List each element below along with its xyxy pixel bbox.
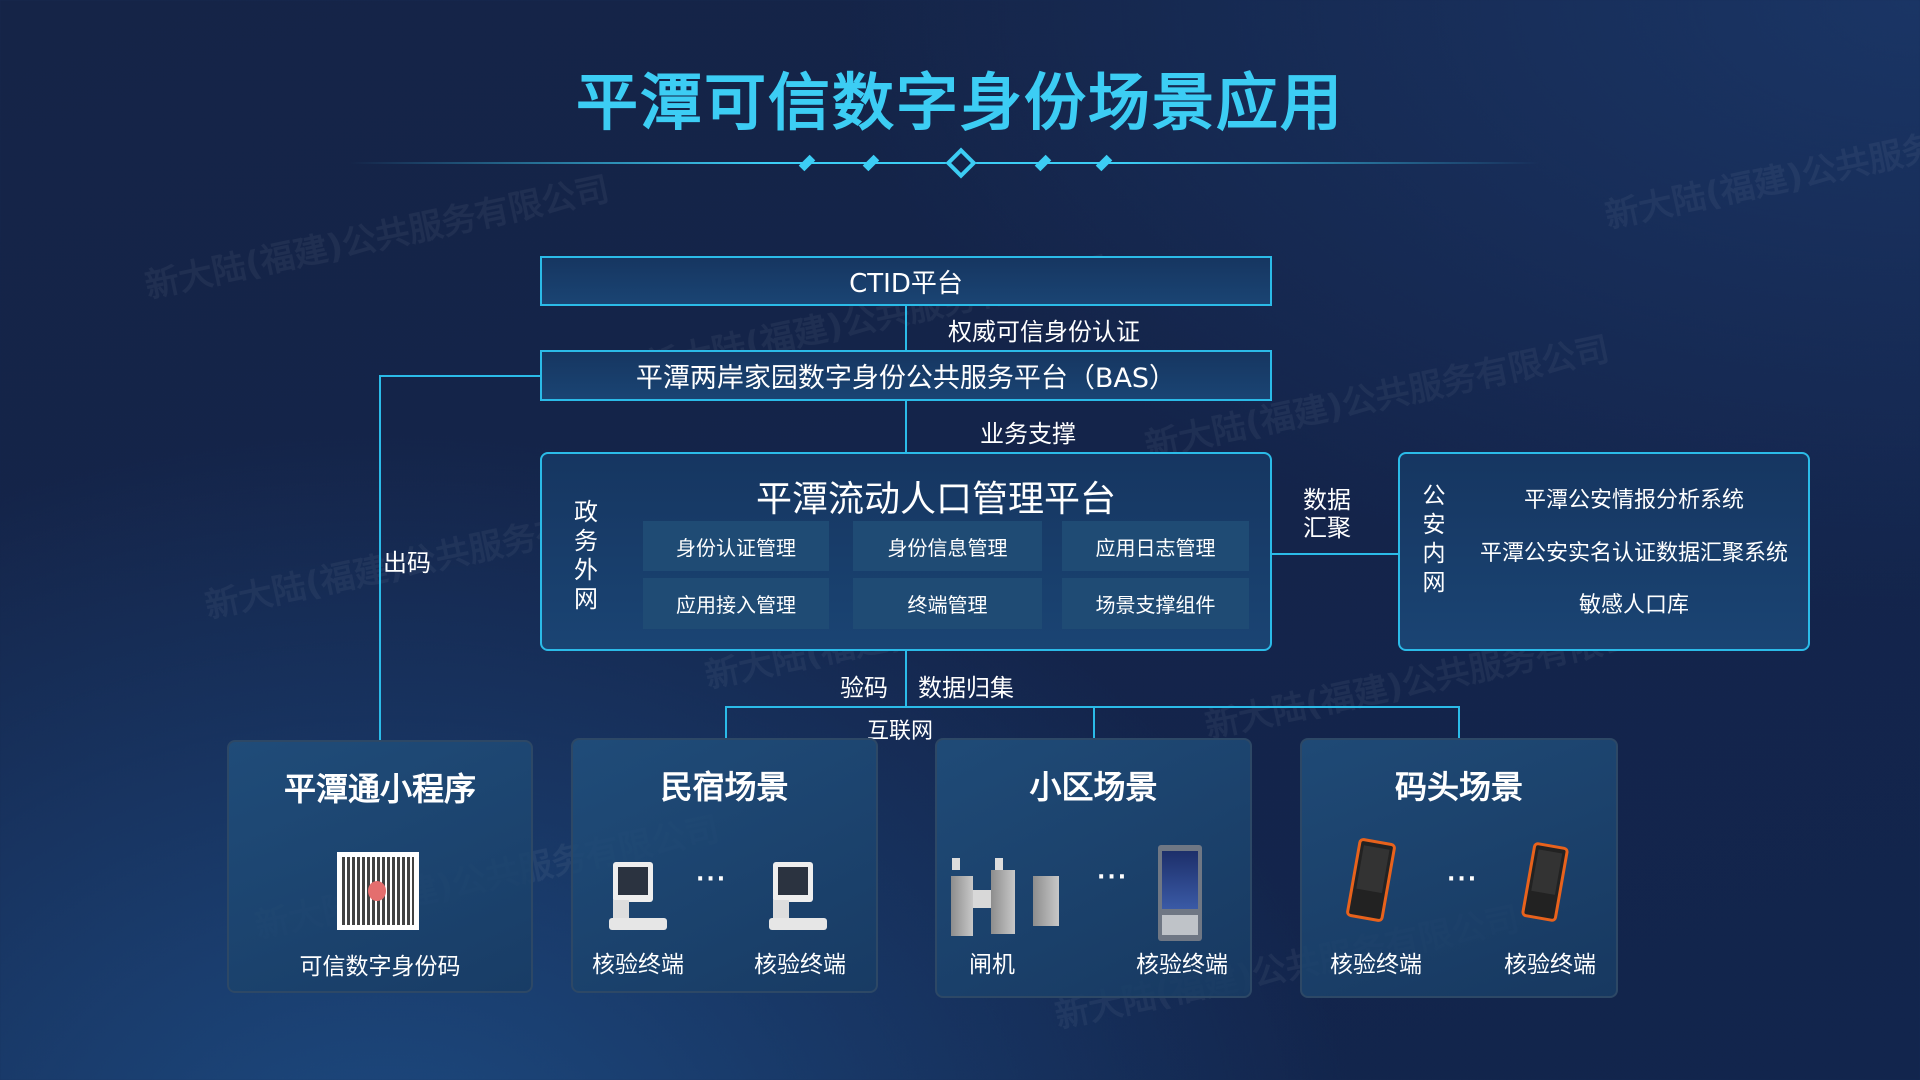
connector xyxy=(1458,706,1460,738)
ctid-label: CTID平台 xyxy=(849,268,963,299)
data-aggregate-label: 数据汇聚 xyxy=(1303,486,1351,542)
handheld-terminal-icon xyxy=(1345,837,1397,923)
device-label: 核验终端 xyxy=(1504,952,1596,978)
module-terminal: 终端管理 xyxy=(853,578,1042,629)
connector xyxy=(1272,553,1398,555)
police-system-item: 敏感人口库 xyxy=(1578,593,1689,618)
population-platform-box: 平潭流动人口管理平台 政务外网 身份认证管理 身份信息管理 应用日志管理 应用接… xyxy=(540,452,1272,651)
scene-title: 码头场景 xyxy=(1394,768,1523,806)
bas-label: 平潭两岸家园数字身份公共服务平台（BAS） xyxy=(635,363,1177,394)
internet-label: 互联网 xyxy=(867,719,934,744)
module-app-log: 应用日志管理 xyxy=(1062,521,1249,571)
qr-code-icon xyxy=(337,852,419,930)
scene-title: 小区场景 xyxy=(1029,768,1158,806)
data-collect-label: 数据归集 xyxy=(918,674,1014,702)
scene-homestay: 民宿场景 ··· 核验终端 核验终端 xyxy=(571,738,878,993)
scene-community: 小区场景 ··· 闸机 核验终端 xyxy=(935,738,1252,998)
handheld-terminal-icon xyxy=(1520,841,1570,923)
device-label: 闸机 xyxy=(969,952,1015,978)
connector xyxy=(725,706,727,738)
bas-link-label: 业务支撑 xyxy=(980,420,1076,448)
ctid-platform-box: CTID平台 xyxy=(540,256,1272,306)
device-label: 可信数字身份码 xyxy=(299,954,461,980)
police-network-label: 公安内网 xyxy=(1422,483,1446,596)
connector xyxy=(905,651,907,707)
scene-title: 民宿场景 xyxy=(660,768,789,806)
module-identity-auth: 身份认证管理 xyxy=(643,521,829,571)
face-recognition-terminal-icon xyxy=(1158,845,1202,941)
connector xyxy=(725,706,1460,708)
police-network-box: 公安内网 平潭公安情报分析系统 平潭公安实名认证数据汇聚系统 敏感人口库 xyxy=(1398,452,1810,651)
issue-code-label: 出码 xyxy=(383,549,431,577)
connector xyxy=(1093,706,1095,738)
connector xyxy=(379,375,381,740)
scene-wharf: 码头场景 ··· 核验终端 核验终端 xyxy=(1300,738,1618,998)
verification-terminal-icon xyxy=(609,862,669,932)
device-label: 核验终端 xyxy=(592,952,684,978)
police-system-item: 平潭公安情报分析系统 xyxy=(1523,488,1744,513)
scene-title: 平潭通小程序 xyxy=(283,770,476,808)
module-scene-support: 场景支撑组件 xyxy=(1062,578,1249,629)
bas-platform-box: 平潭两岸家园数字身份公共服务平台（BAS） xyxy=(540,350,1272,401)
verify-code-label: 验码 xyxy=(840,674,888,702)
module-identity-info: 身份信息管理 xyxy=(853,521,1042,571)
ellipsis: ··· xyxy=(1097,865,1129,890)
device-label: 核验终端 xyxy=(1136,952,1228,978)
device-label: 核验终端 xyxy=(1330,952,1422,978)
diamond-outline-icon xyxy=(945,147,977,179)
connector xyxy=(905,401,907,452)
connector xyxy=(905,306,907,350)
title-divider xyxy=(350,162,1540,164)
scene-mini-program: 平潭通小程序 可信数字身份码 xyxy=(227,740,533,993)
police-system-item: 平潭公安实名认证数据汇聚系统 xyxy=(1479,541,1788,566)
ctid-link-label: 权威可信身份认证 xyxy=(948,318,1140,346)
ellipsis: ··· xyxy=(696,867,728,892)
device-label: 核验终端 xyxy=(754,952,846,978)
module-app-access: 应用接入管理 xyxy=(643,578,829,629)
connector xyxy=(380,375,540,377)
page-title: 平潭可信数字身份场景应用 xyxy=(575,66,1344,139)
ellipsis: ··· xyxy=(1447,867,1479,892)
platform-title: 平潭流动人口管理平台 xyxy=(755,479,1116,520)
turnstile-gate-icon xyxy=(949,858,1067,938)
gov-network-label: 政务外网 xyxy=(574,498,598,613)
verification-terminal-icon xyxy=(769,862,829,932)
